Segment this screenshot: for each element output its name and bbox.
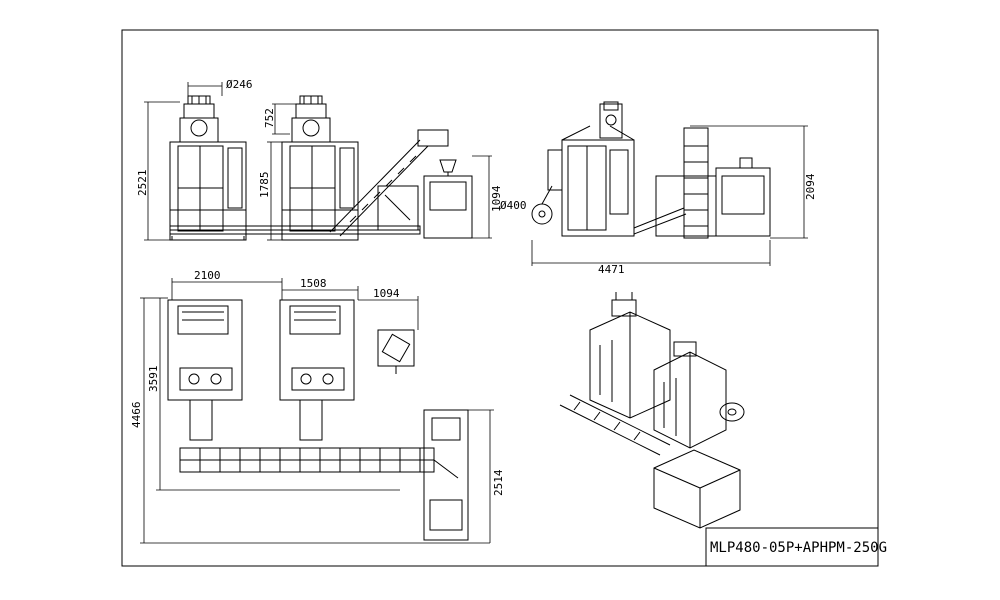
plan-film-reel <box>377 329 415 374</box>
dim-front-total-height: 2521 <box>136 170 149 197</box>
packing-machine-2 <box>281 95 359 241</box>
plan-view-dimensions <box>140 278 494 544</box>
dim-plan-height-total: 4466 <box>130 402 143 429</box>
film-reel <box>531 149 563 225</box>
dim-plan-conveyor-height: 2514 <box>492 469 505 496</box>
iso-feeder-cabinet <box>653 449 741 529</box>
feeder-cabinet <box>423 159 473 239</box>
title-block <box>705 527 879 567</box>
iso-machine-1 <box>589 292 671 419</box>
dim-hopper-diameter: Ø246 <box>226 78 253 91</box>
isometric-view <box>559 292 745 529</box>
dim-front-head-height: 752 <box>263 108 276 128</box>
dim-plan-height-inner: 3591 <box>147 366 160 393</box>
side-feeder-cabinet <box>655 157 771 237</box>
side-incline-conveyor <box>633 127 709 239</box>
front-view <box>169 95 473 241</box>
dim-side-total-height: 2094 <box>804 173 817 200</box>
dim-plan-width-b: 1508 <box>300 277 327 290</box>
iso-machine-2 <box>653 341 727 449</box>
dim-plan-width-a: 2100 <box>194 269 221 282</box>
incline-conveyor <box>329 129 449 237</box>
plan-machine-1 <box>167 299 243 441</box>
dim-side-total-length: 4471 <box>598 263 625 276</box>
drawing-model-code: MLP480-05P+APHPM-250G <box>710 540 887 556</box>
dim-plan-width-c: 1094 <box>373 287 400 300</box>
iso-bottom-conveyor <box>559 394 671 456</box>
plan-feeder-cabinet <box>423 409 469 541</box>
drawing-border <box>121 29 879 567</box>
side-view-dimensions <box>531 125 808 266</box>
packing-machine-1 <box>169 95 247 241</box>
front-view-dimensions <box>144 82 492 241</box>
dim-front-machine-height: 1785 <box>258 172 271 199</box>
side-view <box>531 101 771 239</box>
dim-wheel-diameter: Ø400 <box>500 199 527 212</box>
iso-film-reel <box>719 402 745 422</box>
plan-view <box>167 299 469 541</box>
plan-machine-2 <box>279 299 355 441</box>
side-packing-machine <box>561 101 635 237</box>
plan-bottom-conveyor <box>179 447 435 473</box>
dim-wheel-height: 1094 <box>490 185 503 212</box>
